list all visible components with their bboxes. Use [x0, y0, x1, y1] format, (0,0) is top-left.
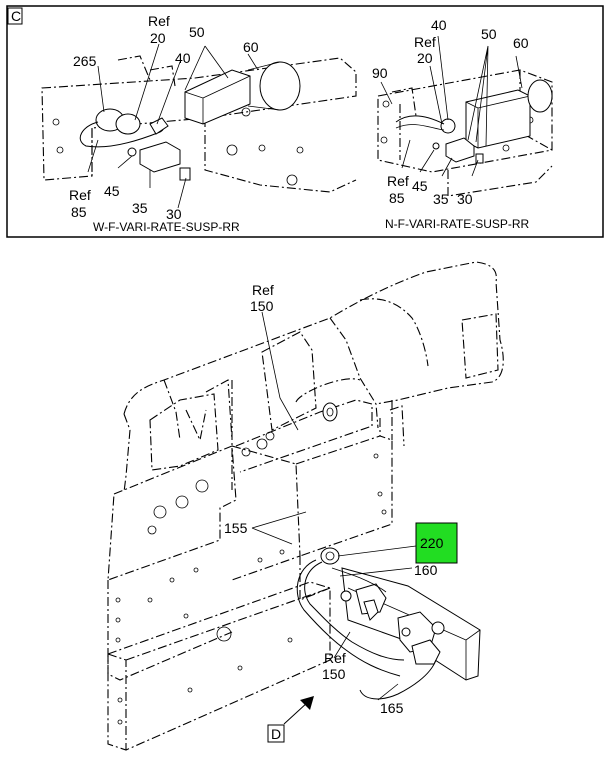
highlight-box-220[interactable]	[415, 522, 458, 564]
label-ref-20-l-a: Ref	[148, 13, 170, 29]
label-50-l: 50	[189, 24, 205, 40]
label-60-r: 60	[513, 35, 529, 51]
label-155: 155	[224, 520, 248, 536]
label-45-r: 45	[412, 178, 428, 194]
label-ref-150-top-a: Ref	[252, 282, 274, 298]
main-assembly-drawing	[107, 261, 504, 751]
label-35-r: 35	[433, 191, 449, 207]
view-letter-d-box	[267, 724, 285, 743]
label-60-l: 60	[243, 39, 259, 55]
label-45-l: 45	[104, 183, 120, 199]
label-30-l: 30	[166, 206, 182, 222]
frame-holes	[115, 431, 387, 725]
right-detail-labels: 40 Ref 20 50 60 90 Ref 85 45 35 30 N-F-V…	[372, 17, 530, 231]
right-detail-drawing	[377, 35, 553, 197]
label-ref-20-r-a: Ref	[414, 34, 436, 50]
label-ref-150-bot-b: 150	[322, 666, 346, 682]
label-ref-20-l-b: 20	[150, 30, 166, 46]
label-ref-150-bot-a: Ref	[324, 650, 346, 666]
view-letter-c-box	[7, 7, 23, 25]
left-detail-drawing	[41, 43, 357, 209]
label-30-r: 30	[457, 191, 473, 207]
label-90: 90	[372, 65, 388, 81]
label-160: 160	[414, 562, 438, 578]
label-265: 265	[73, 53, 97, 69]
caption-right: N-F-VARI-RATE-SUSP-RR	[385, 217, 530, 231]
label-50-r: 50	[481, 26, 497, 42]
label-ref-85-l-b: 85	[71, 204, 87, 220]
label-220: 220	[420, 535, 444, 551]
view-d-arrowhead	[300, 696, 314, 710]
caption-left: W-F-VARI-RATE-SUSP-RR	[93, 220, 240, 234]
label-35-l: 35	[132, 200, 148, 216]
label-ref-85-r-a: Ref	[387, 173, 409, 189]
label-ref-85-r-b: 85	[389, 190, 405, 206]
label-165: 165	[380, 700, 404, 716]
view-letter-c: C	[11, 8, 21, 24]
label-ref-20-r-b: 20	[417, 50, 433, 66]
label-ref-85-l-a: Ref	[69, 187, 91, 203]
label-40-l: 40	[175, 50, 191, 66]
view-letter-d: D	[271, 726, 281, 742]
main-labels: Ref 150 155 220 160 Ref 150 165 D	[224, 282, 458, 743]
label-ref-150-top-b: 150	[250, 298, 274, 314]
label-40-r: 40	[431, 17, 447, 33]
left-detail-labels: Ref 20 265 40 50 60 Ref 85 45 35 30 W-F-…	[69, 13, 259, 234]
